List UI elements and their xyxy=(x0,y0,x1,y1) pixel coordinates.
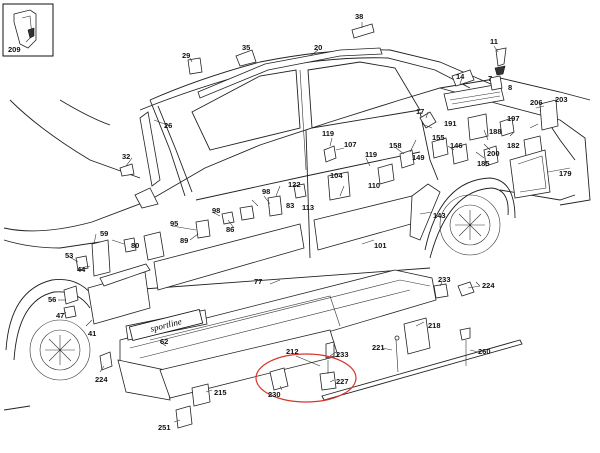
callout-119b: 119 xyxy=(365,150,377,159)
callout-197: 197 xyxy=(507,114,520,123)
callout-98a: 98 xyxy=(262,187,270,196)
callout-17: 17 xyxy=(416,107,424,116)
callout-212: 212 xyxy=(286,347,299,356)
callout-233a: 233 xyxy=(438,275,451,284)
callout-110: 110 xyxy=(368,181,380,190)
callout-221: 221 xyxy=(372,343,385,352)
callout-labels: 209 38 35 20 29 11 14 7 8 26 17 191 188 … xyxy=(8,12,572,432)
callout-89: 89 xyxy=(180,236,188,245)
callout-32: 32 xyxy=(122,152,130,161)
callout-158: 158 xyxy=(389,141,402,150)
callout-80: 80 xyxy=(131,241,139,250)
callout-209: 209 xyxy=(8,45,21,54)
leader-lines xyxy=(58,22,571,423)
callout-260: 260 xyxy=(478,347,491,356)
middle-clips xyxy=(75,183,307,277)
callout-227: 227 xyxy=(336,377,349,386)
callout-104: 104 xyxy=(330,171,343,180)
callout-44: 44 xyxy=(77,265,86,274)
callout-203: 203 xyxy=(555,95,568,104)
callout-59: 59 xyxy=(100,229,108,238)
callout-218: 218 xyxy=(428,321,441,330)
callout-101: 101 xyxy=(374,241,387,250)
callout-107: 107 xyxy=(344,140,357,149)
callout-38: 38 xyxy=(355,12,363,21)
callout-149: 149 xyxy=(412,153,425,162)
roof-trim xyxy=(119,23,383,209)
upper-right-parts xyxy=(323,47,559,201)
callout-224a: 224 xyxy=(482,281,495,290)
callout-53: 53 xyxy=(65,251,73,260)
callout-86: 86 xyxy=(226,225,234,234)
callout-230: 230 xyxy=(268,390,281,399)
callout-98b: 98 xyxy=(212,206,220,215)
callout-146: 146 xyxy=(450,141,463,150)
callout-14: 14 xyxy=(456,72,465,81)
callout-62: 62 xyxy=(160,337,168,346)
lower-parts xyxy=(63,281,523,429)
callout-119a: 119 xyxy=(322,129,334,138)
callout-41: 41 xyxy=(88,329,96,338)
callout-191: 191 xyxy=(444,119,457,128)
sportline-badge: sportline xyxy=(128,309,204,341)
callout-83: 83 xyxy=(286,201,294,210)
callout-143: 143 xyxy=(433,211,446,220)
callout-113: 113 xyxy=(302,203,314,212)
callout-200: 200 xyxy=(487,149,500,158)
car-body-outline xyxy=(3,49,591,411)
callout-35: 35 xyxy=(242,43,250,52)
callout-233b: 233 xyxy=(336,350,349,359)
callout-206: 206 xyxy=(530,98,543,107)
rocker-panel xyxy=(117,269,437,401)
door-moldings xyxy=(87,183,441,325)
callout-47: 47 xyxy=(56,311,64,320)
callout-188: 188 xyxy=(489,127,502,136)
callout-182: 182 xyxy=(507,141,520,150)
callout-7: 7 xyxy=(488,74,492,83)
callout-155: 155 xyxy=(432,133,445,142)
inset-box-209 xyxy=(2,3,54,57)
callout-122: 122 xyxy=(288,180,301,189)
callout-179: 179 xyxy=(559,169,572,178)
callout-215: 215 xyxy=(214,388,227,397)
highlight-ellipse xyxy=(255,353,357,403)
callout-20: 20 xyxy=(314,43,322,52)
callout-56: 56 xyxy=(48,295,56,304)
callout-29: 29 xyxy=(182,51,190,60)
callout-26: 26 xyxy=(164,121,172,130)
callout-95: 95 xyxy=(170,219,178,228)
callout-11: 11 xyxy=(490,37,498,46)
callout-185: 185 xyxy=(477,159,490,168)
callout-8: 8 xyxy=(508,83,512,92)
callout-251: 251 xyxy=(158,423,171,432)
callout-77: 77 xyxy=(254,277,262,286)
callout-224b: 224 xyxy=(95,375,108,384)
